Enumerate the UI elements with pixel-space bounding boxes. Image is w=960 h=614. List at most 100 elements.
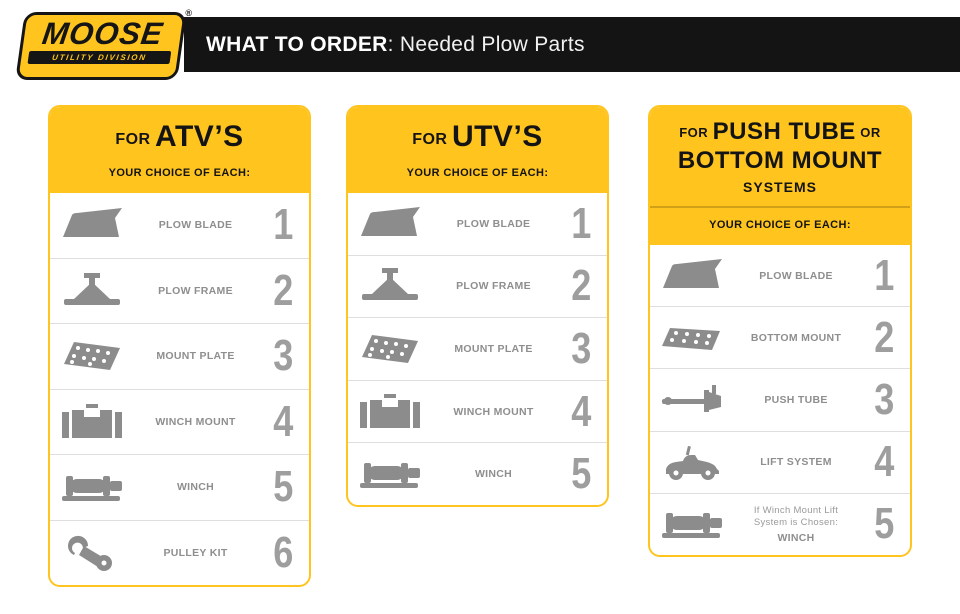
card-atv-subtitle: YOUR CHOICE OF EACH: (108, 167, 251, 179)
bottom-mount-icon (650, 318, 734, 358)
part-row: BOTTOM MOUNT 2 (650, 306, 910, 368)
push-tube-icon (650, 380, 734, 420)
card-utv: FOR UTV’S YOUR CHOICE OF EACH: PLOW BLAD… (346, 105, 609, 507)
page-title-suffix: : Needed Plow Parts (387, 32, 585, 56)
part-label: WINCH MOUNT (453, 405, 534, 418)
card-push-tube: FOR PUSH TUBE OR BOTTOM MOUNT SYSTEMS YO… (648, 105, 912, 557)
part-quantity-value: 1 (570, 198, 592, 248)
part-label: MOUNT PLATE (454, 342, 533, 355)
part-row: MOUNT PLATE 3 (50, 323, 309, 389)
part-quantity-value: 5 (570, 449, 592, 499)
part-quantity-value: 5 (272, 462, 294, 512)
header-bar: WHAT TO ORDER: Needed Plow Parts (184, 17, 960, 72)
part-quantity: 3 (555, 323, 607, 373)
card-atv-title-prefix: FOR (115, 131, 151, 148)
part-label: PLOW BLADE (158, 219, 233, 232)
part-quantity-value: 4 (570, 386, 592, 436)
card-utv-header: FOR UTV’S YOUR CHOICE OF EACH: (348, 107, 607, 193)
part-row: WINCH MOUNT 4 (50, 388, 309, 455)
card-utv-title-prefix: FOR (412, 131, 448, 148)
part-quantity-value: 1 (272, 200, 294, 250)
card-push-tube-header: FOR PUSH TUBE OR BOTTOM MOUNT SYSTEMS YO… (650, 107, 910, 245)
part-quantity-value: 1 (873, 250, 895, 300)
part-quantity: 5 (858, 502, 910, 546)
winch-icon (348, 454, 432, 494)
part-quantity-value: 3 (570, 323, 592, 373)
card-atv-title-main: ATV’S (155, 120, 244, 153)
card-push-title-or: OR (860, 125, 881, 140)
part-quantity-value: 5 (873, 499, 895, 549)
plow-frame-icon (50, 271, 134, 311)
logo-tagline: UTILITY DIVISION (27, 51, 172, 64)
part-quantity-value: 2 (272, 265, 294, 315)
mount-plate-icon (50, 336, 134, 376)
part-label: PLOW FRAME (456, 280, 531, 293)
moose-logo: MOOSE UTILITY DIVISION ® (15, 8, 192, 80)
card-atv: FOR ATV’S YOUR CHOICE OF EACH: PLOW BLAD… (48, 105, 311, 587)
card-utv-title-main: UTV’S (451, 120, 543, 153)
part-label: PUSH TUBE (764, 394, 828, 406)
part-quantity: 4 (555, 386, 607, 436)
page-title: WHAT TO ORDER: Needed Plow Parts (206, 33, 585, 57)
lift-system-icon (650, 442, 734, 482)
part-label: MOUNT PLATE (156, 350, 235, 363)
part-quantity-value: 3 (272, 331, 294, 381)
part-quantity: 1 (858, 250, 910, 300)
registered-trademark-symbol: ® (185, 8, 192, 18)
plow-blade-icon (650, 256, 734, 296)
part-quantity: 5 (555, 452, 607, 496)
part-quantity: 2 (257, 265, 309, 315)
card-atv-header: FOR ATV’S YOUR CHOICE OF EACH: (50, 107, 309, 193)
card-push-title-for: FOR (679, 125, 709, 140)
part-label: PULLEY KIT (163, 546, 228, 559)
mount-plate-icon (348, 329, 432, 369)
part-quantity-value: 6 (272, 527, 294, 577)
part-label: PLOW BLADE (456, 217, 531, 230)
card-utv-subtitle: YOUR CHOICE OF EACH: (406, 167, 549, 179)
part-quantity: 1 (555, 198, 607, 248)
card-atv-title: FOR ATV’S (50, 121, 309, 158)
part-row: PLOW BLADE 1 (50, 193, 309, 258)
part-label: WINCH MOUNT (155, 415, 236, 428)
part-quantity: 2 (858, 315, 910, 360)
part-row: PLOW BLADE 1 (348, 193, 607, 255)
part-quantity: 5 (257, 465, 309, 509)
part-quantity-value: 2 (570, 261, 592, 311)
part-row: MOUNT PLATE 3 (348, 317, 607, 380)
part-quantity: 3 (257, 334, 309, 378)
part-quantity-value: 4 (272, 396, 294, 446)
card-push-title-main2: BOTTOM MOUNT (677, 147, 883, 174)
card-push-tube-subtitle: YOUR CHOICE OF EACH: (709, 219, 851, 231)
card-push-tube-title-line2: BOTTOM MOUNT (650, 148, 910, 177)
card-utv-title: FOR UTV’S (348, 121, 607, 158)
logo-wordmark: MOOSE (40, 16, 166, 51)
part-quantity-value: 3 (873, 375, 895, 424)
part-quantity: 2 (555, 264, 607, 308)
part-row: PULLEY KIT 6 (50, 519, 309, 586)
part-quantity: 4 (257, 396, 309, 446)
card-push-tube-title-line1: FOR PUSH TUBE OR (650, 119, 910, 148)
part-label: BOTTOM MOUNT (750, 331, 842, 344)
plow-blade-icon (50, 205, 134, 245)
pulley-kit-icon (50, 533, 134, 573)
winch-mount-icon (348, 392, 432, 432)
part-row: WINCH 5 (348, 442, 607, 505)
winch-icon (50, 467, 134, 507)
conditional-note: If Winch Mount Lift System is Chosen: (753, 504, 839, 528)
card-push-title-main1: PUSH TUBE (712, 118, 856, 145)
part-quantity: 6 (257, 527, 309, 577)
plow-frame-icon (348, 266, 432, 306)
card-push-tube-title-line3: SYSTEMS (743, 179, 817, 195)
page-title-bold: WHAT TO ORDER (206, 32, 388, 56)
part-quantity-value: 4 (873, 437, 895, 487)
part-quantity: 1 (257, 203, 309, 247)
part-row: WINCH MOUNT 4 (348, 379, 607, 443)
part-label: WINCH (474, 468, 513, 481)
winch-mount-icon (50, 402, 134, 442)
